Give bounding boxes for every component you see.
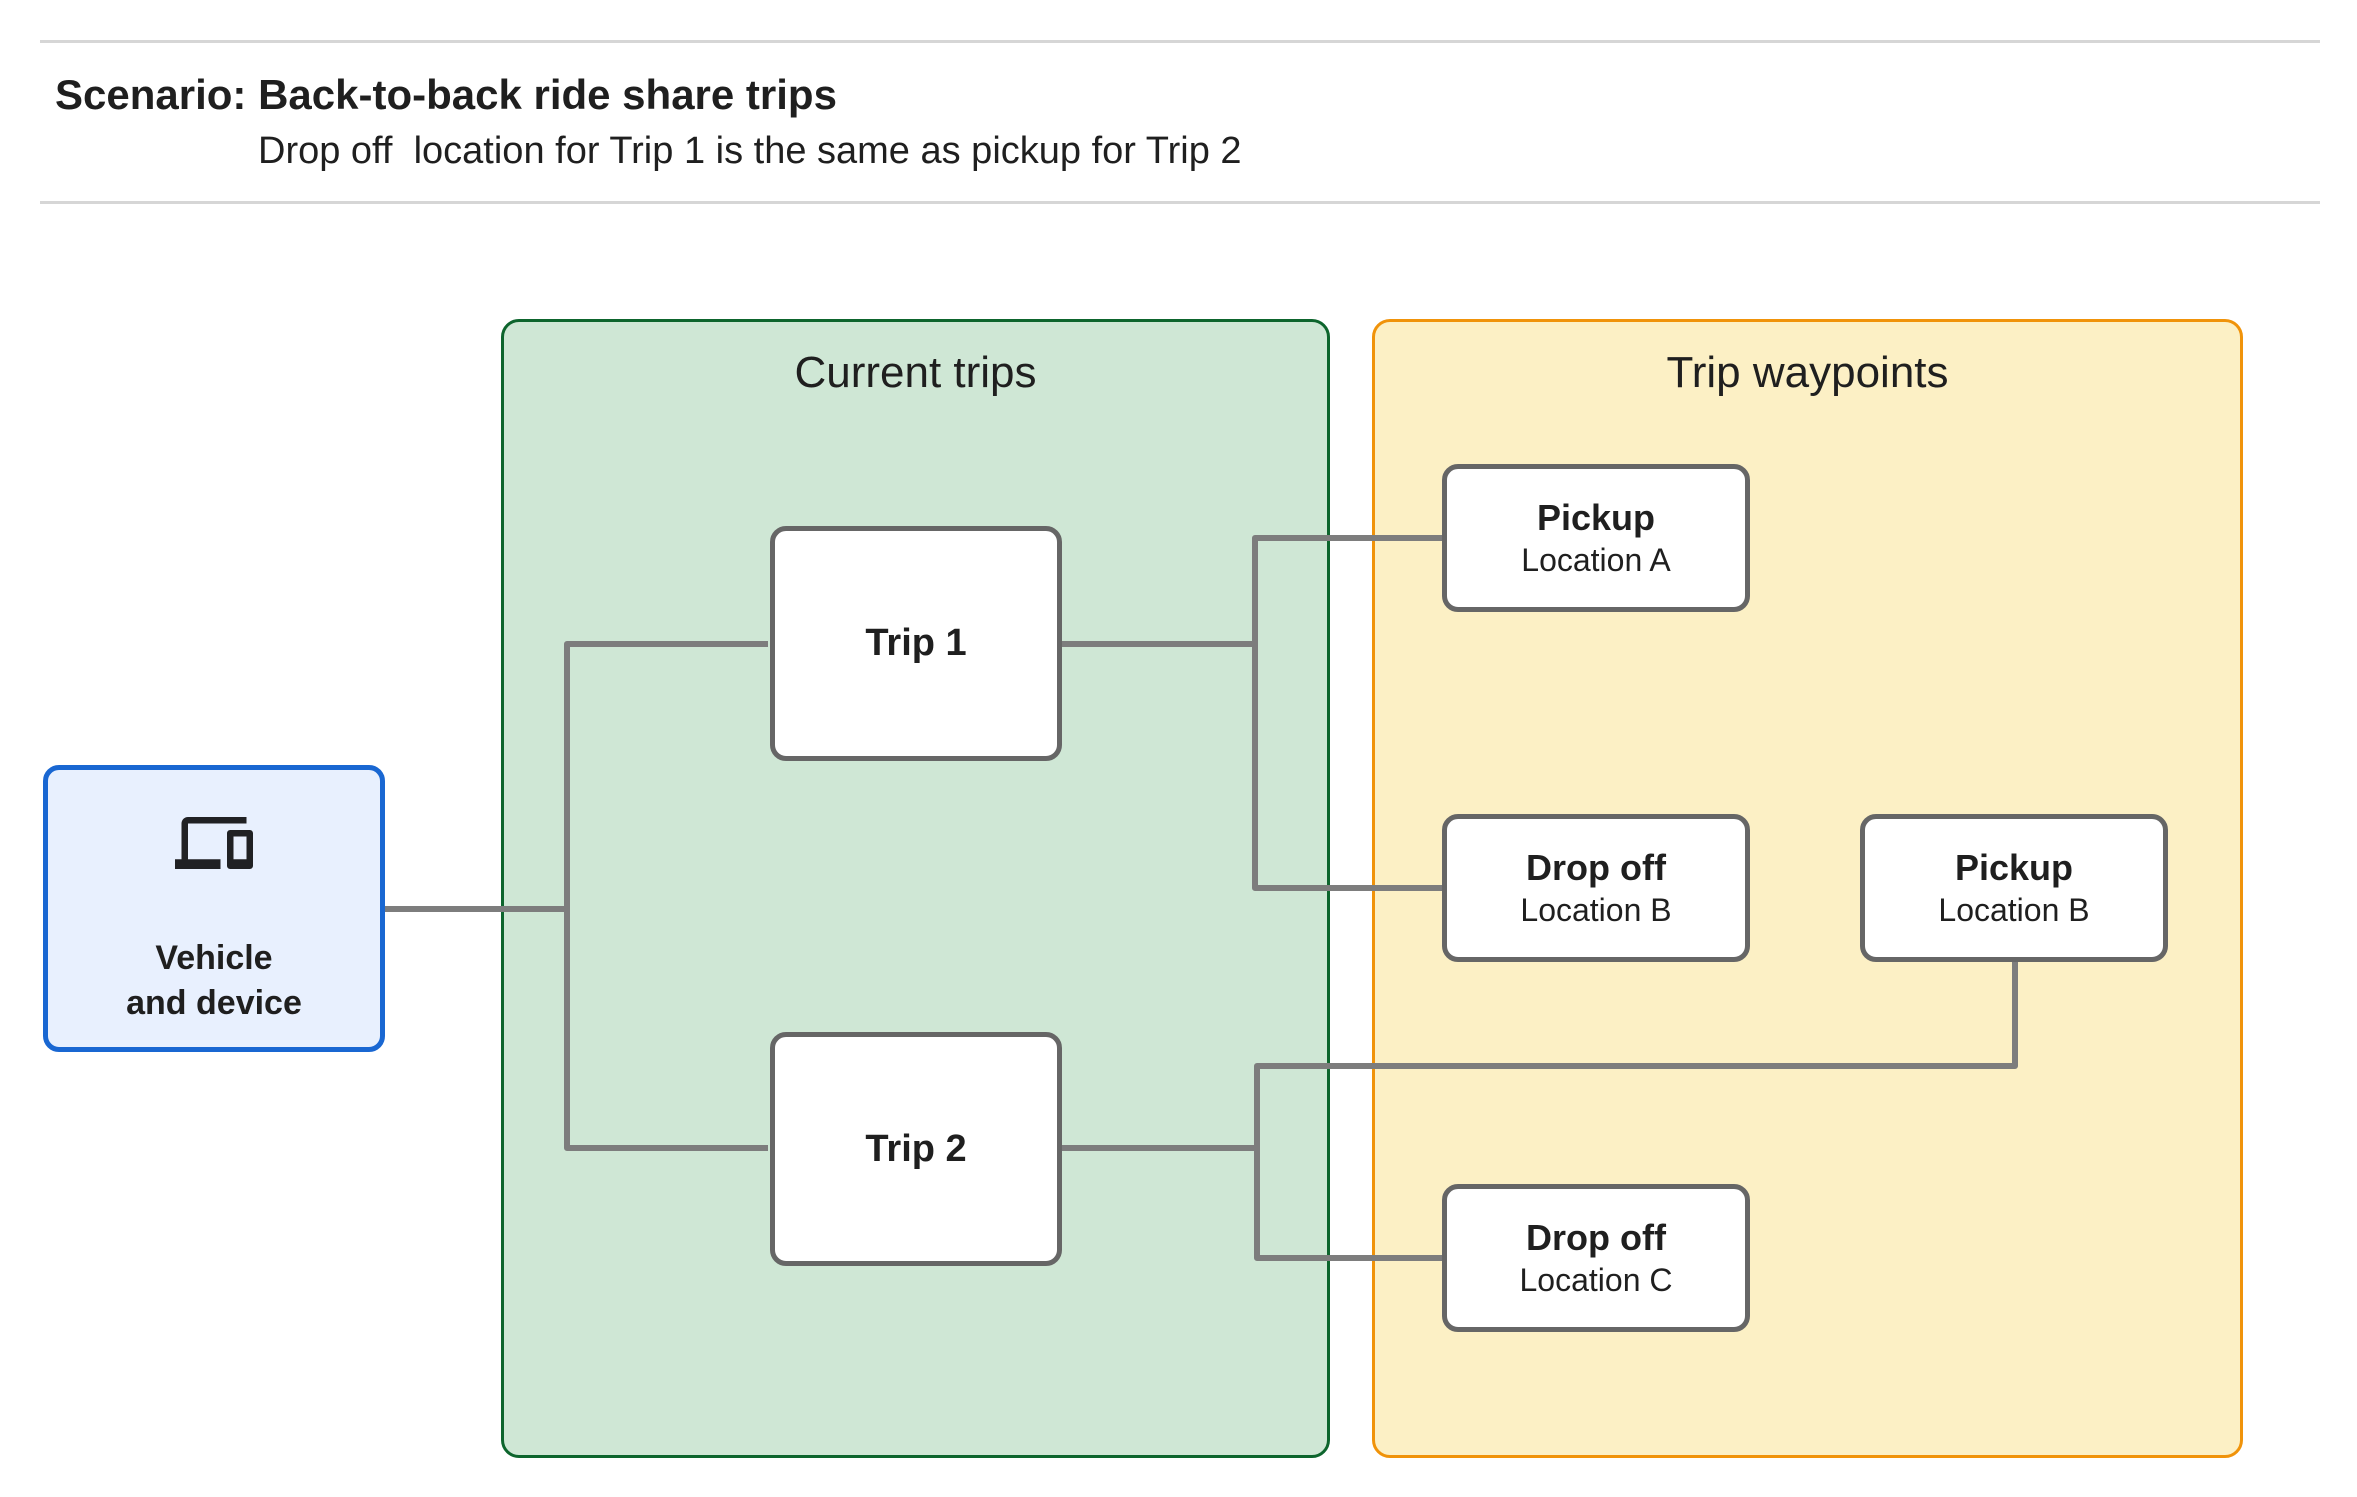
- waypoint-dropoff-location-b: Drop off Location B: [1442, 814, 1750, 962]
- waypoint-dropoff-location-c: Drop off Location C: [1442, 1184, 1750, 1332]
- vehicle-label-line1: Vehicle: [155, 939, 273, 977]
- connector-vehicle-to-trips: [383, 641, 768, 1151]
- waypoint-pickup-location-a: Pickup Location A: [1442, 464, 1750, 612]
- trip-2-node: Trip 2: [770, 1032, 1062, 1266]
- trip-waypoints-panel-title: Trip waypoints: [1666, 348, 1949, 397]
- page-subtitle: Drop off location for Trip 1 is the same…: [258, 130, 1242, 172]
- header-top-divider: [40, 40, 2320, 43]
- waypoint-location: Location B: [1520, 892, 1672, 928]
- waypoint-pickup-location-b: Pickup Location B: [1860, 814, 2168, 962]
- vehicle-and-device-node: Vehicle and device: [43, 765, 385, 1052]
- waypoint-type: Drop off: [1526, 847, 1666, 888]
- trip-2-label: Trip 2: [865, 1127, 967, 1170]
- current-trips-panel-title: Current trips: [794, 348, 1037, 397]
- vehicle-node-label: Vehicle and device: [48, 936, 380, 1026]
- devices-icon: [175, 817, 253, 869]
- connector-trip2-to-waypoints: [1058, 960, 2018, 1261]
- waypoint-type: Drop off: [1526, 1217, 1666, 1258]
- trip-1-label: Trip 1: [865, 622, 967, 664]
- vehicle-label-line2: and device: [126, 984, 302, 1022]
- current-trips-panel: Current trips: [501, 319, 1330, 1458]
- header-bottom-divider: [40, 201, 2320, 204]
- waypoint-location: Location A: [1521, 542, 1671, 578]
- connector-trip1-to-waypoints: [1058, 535, 1444, 891]
- waypoint-location: Location B: [1938, 892, 2090, 928]
- page-title: Scenario: Back-to-back ride share trips: [55, 71, 837, 118]
- waypoint-type: Pickup: [1536, 497, 1656, 538]
- waypoint-location: Location C: [1519, 1262, 1673, 1298]
- trip-1-node: Trip 1: [770, 526, 1062, 761]
- waypoint-type: Pickup: [1954, 847, 2074, 888]
